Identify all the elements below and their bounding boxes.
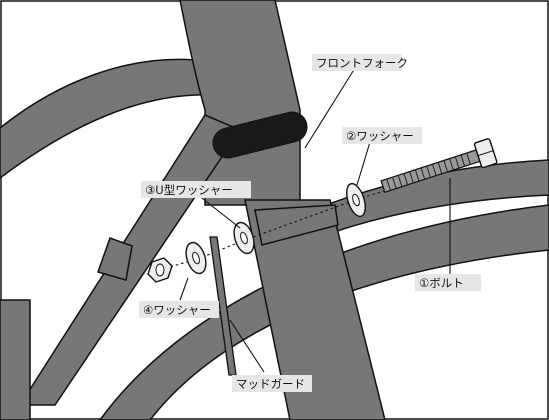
label-washer-2: ②ワッシャー — [346, 129, 414, 143]
leader-mudguard — [229, 319, 265, 373]
head-tube-band — [212, 111, 308, 159]
label-box-washer-4 — [139, 301, 219, 318]
label-bolt: ①ボルト — [419, 276, 464, 290]
u-washer-3 — [233, 221, 255, 255]
label-front-fork: フロントフォーク — [316, 56, 408, 70]
leader-washer-2 — [356, 141, 371, 186]
leader-u-washer-3 — [197, 194, 241, 229]
nut — [147, 257, 173, 283]
label-u-washer-3: ③U型ワッシャー — [145, 183, 233, 197]
label-box-bolt — [415, 274, 481, 291]
down-tube-bracket — [97, 237, 133, 281]
leader-front-fork — [304, 67, 356, 149]
washer-4 — [185, 241, 207, 275]
fork-crown — [254, 204, 339, 246]
label-washer-4: ④ワッシャー — [143, 303, 211, 317]
leader-washer-4 — [179, 277, 189, 301]
label-box-front-fork — [312, 54, 402, 71]
label-box-u-washer-3 — [141, 181, 251, 198]
label-mudguard: マッドガード — [236, 377, 305, 391]
label-box-washer-2 — [342, 127, 422, 144]
label-box-mudguard — [232, 375, 312, 392]
bolt — [380, 138, 498, 194]
front-fork-leg — [244, 199, 386, 420]
washer-2 — [346, 182, 366, 218]
lower-left-tube — [0, 299, 31, 420]
